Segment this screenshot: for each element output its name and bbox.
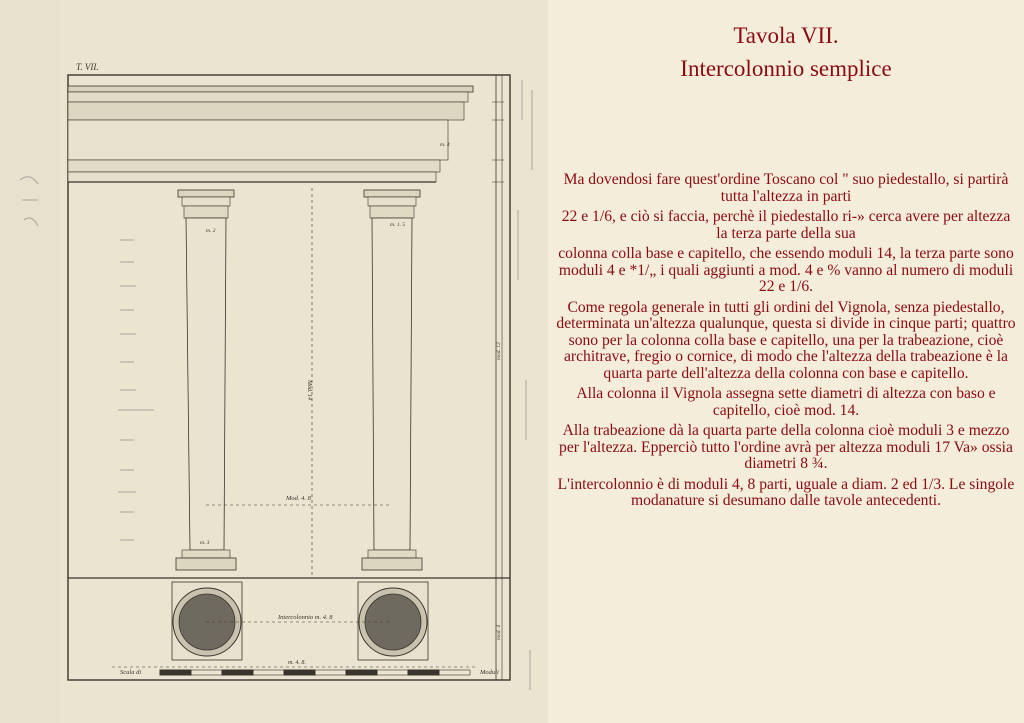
label-mod-pedestal: mod. 4 [495, 625, 502, 640]
left-plinth [171, 581, 243, 661]
dimension-lines [112, 188, 478, 668]
description-text: Ma dovendosi fare quest'ordine Toscano c… [556, 171, 1016, 514]
label-mod-column: Mod. 14 [306, 379, 313, 400]
paragraph-3: colonna colla base e capitello, che esse… [558, 245, 1014, 295]
paragraph-2: 22 e 1/6, e ciò si faccia, perchè il pie… [561, 208, 1011, 242]
label-m3: m. 3 [200, 540, 210, 546]
label-scale: Scala di [120, 669, 141, 676]
pencil-margin-notes [19, 80, 533, 690]
left-column [175, 189, 237, 571]
label-m2: m. 2 [206, 228, 216, 234]
plate-drawing: T. VII. Mod. 14 Mod. 4. 8 Intercolonnio … [19, 62, 533, 690]
paragraph-1: Ma dovendosi fare quest'ordine Toscano c… [563, 171, 1009, 205]
scale-bar [159, 669, 471, 676]
right-plinth [357, 581, 429, 661]
architectural-plate: T. VII. Mod. 14 Mod. 4. 8 Intercolonnio … [19, 62, 533, 690]
plate-title: Tavola VII. [733, 23, 839, 48]
paragraph-4: Come regola generale in tutti gli ordini… [556, 298, 1016, 382]
label-mod-bottom: m. 4. 8. [288, 659, 306, 666]
label-mod-span: Mod. 4. 8 [285, 495, 312, 502]
paragraph-7: L'intercolonnio è di moduli 4, 8 parti, … [557, 475, 1015, 509]
right-scale-ticks [492, 101, 504, 579]
label-moduli: Moduli [479, 669, 499, 676]
paragraph-6: Alla trabeazione dà la quarta parte dell… [559, 422, 1013, 472]
label-m1-5: m. 1. 5 [390, 222, 405, 228]
plate-subtitle: Intercolonnio semplice [680, 56, 892, 81]
plate-number: T. VII. [76, 62, 99, 72]
label-m4: m. 4 [440, 141, 450, 148]
plate-frame [67, 74, 511, 681]
label-mod12: mod. 12 [496, 342, 502, 360]
text-panel: Tavola VII. Intercolonnio semplice Ma do… [548, 0, 1024, 723]
paragraph-5: Alla colonna il Vignola assegna sette di… [576, 385, 996, 419]
entablature [67, 85, 474, 183]
right-column [361, 189, 423, 571]
label-intercolumn: Intercolonnio m. 4. 8 [277, 614, 333, 621]
